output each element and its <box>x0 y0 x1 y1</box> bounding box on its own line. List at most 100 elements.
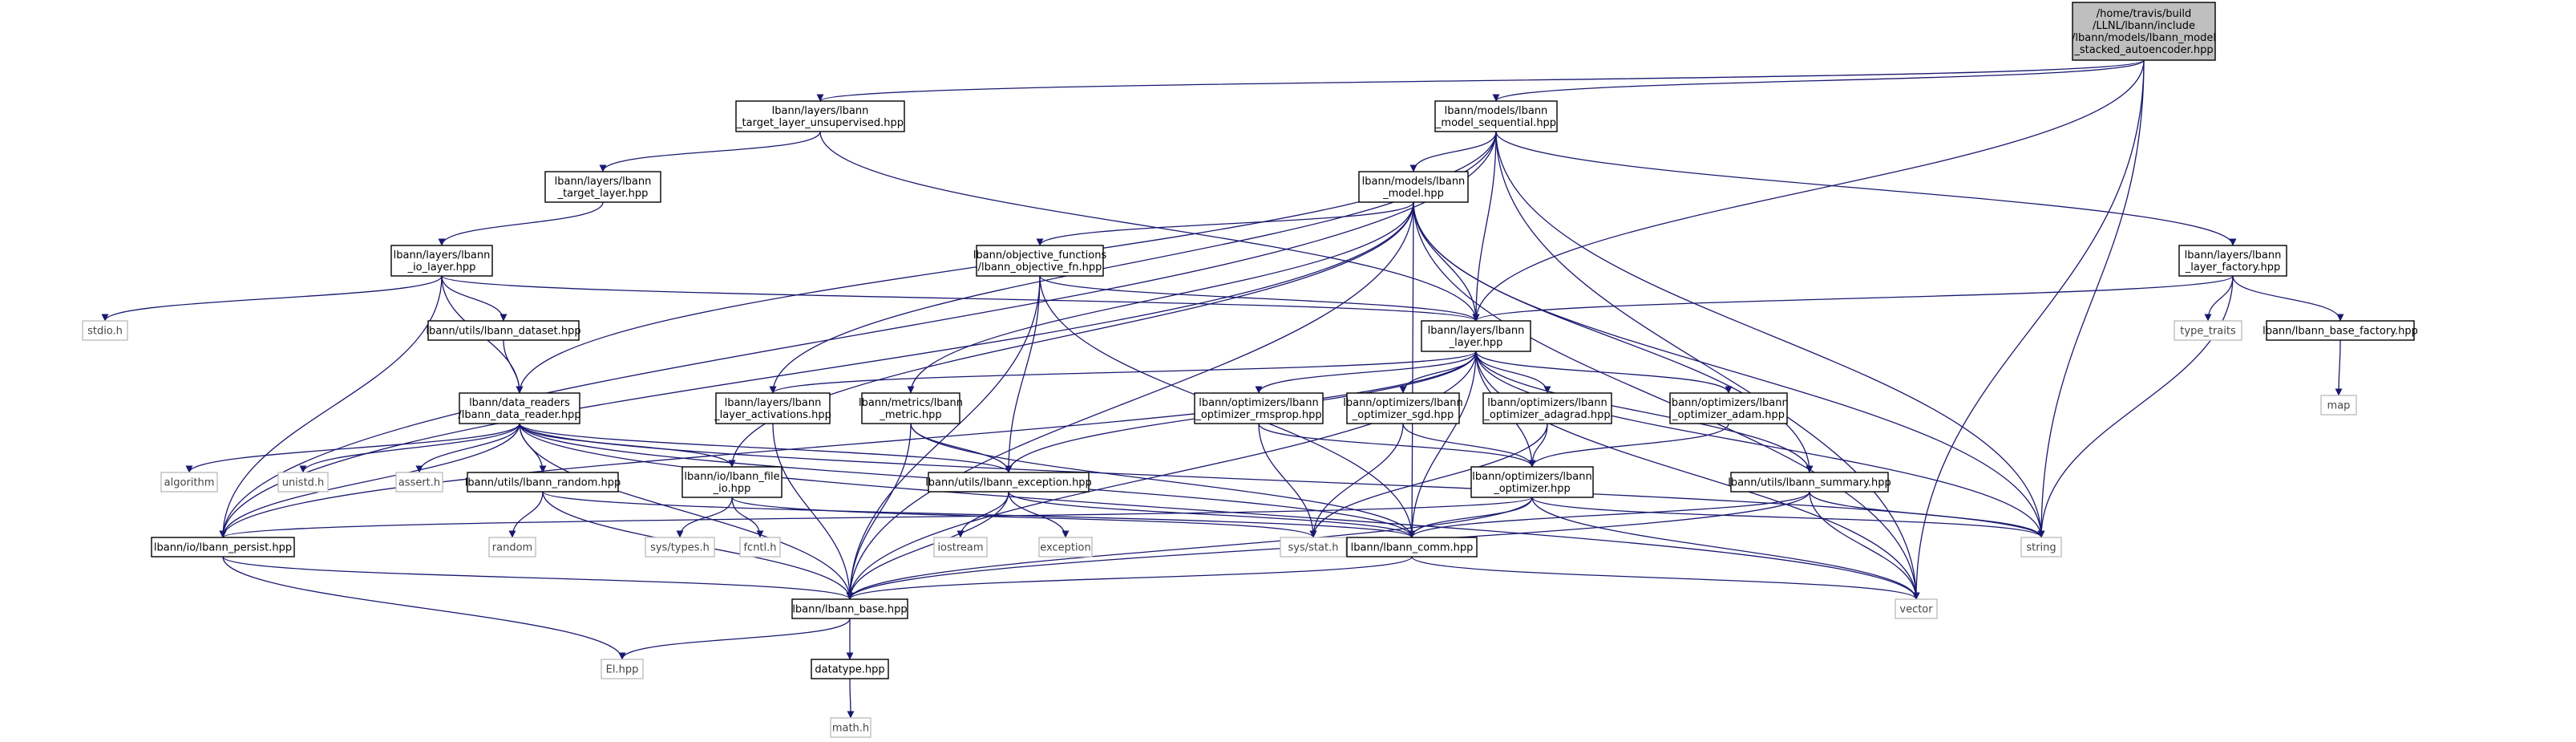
node-label-line: exception <box>1040 542 1091 554</box>
edge-line <box>910 423 1416 538</box>
node-box <box>2174 320 2242 341</box>
edge-model_seq-to-layer_factory <box>1495 131 2237 246</box>
edge-model_seq-to-activations <box>769 131 1497 394</box>
edge-line <box>1408 351 1477 538</box>
edge-line <box>1039 275 1480 322</box>
edge-line <box>1413 201 1480 322</box>
edge-line <box>1411 556 1920 600</box>
node-exception[interactable]: lbann/utils/lbann_exception.hpp <box>925 472 1092 493</box>
node-label-line: lbann/optimizers/lbann <box>1199 397 1319 409</box>
node-obj-fn[interactable]: lbann/objective_functions/lbann_objectiv… <box>973 245 1107 277</box>
node-model-seq[interactable]: lbann/models/lbann_model_sequential.hpp <box>1434 100 1558 132</box>
node-layer[interactable]: lbann/layers/lbann_layer.hpp <box>1421 320 1531 352</box>
node-label-line: /lbann_objective_fn.hpp <box>978 262 1102 274</box>
node-label-line: _target_layer.hpp <box>557 188 649 200</box>
node-activations[interactable]: lbann/layers/lbann_layer_activations.hpp <box>714 392 831 424</box>
node-target-layer[interactable]: lbann/layers/lbann_target_layer.hpp <box>544 171 661 203</box>
edge-persist-to-base <box>222 556 854 600</box>
node-stdio: stdio.h <box>82 320 128 341</box>
node-random-hpp[interactable]: lbann/utils/lbann_random.hpp <box>465 472 621 493</box>
edge-line <box>1495 131 1920 600</box>
node-comm[interactable]: lbann/lbann_comm.hpp <box>1346 537 1478 558</box>
node-metric[interactable]: lbann/metrics/lbann_metric.hpp <box>859 392 963 424</box>
node-label-line: _optimizer_adagrad.hpp <box>1483 409 1610 421</box>
edge-line <box>1408 491 1810 538</box>
edge-line <box>222 556 854 600</box>
node-sgd[interactable]: lbann/optimizers/lbann_optimizer_sgd.hpp <box>1343 392 1463 424</box>
node-label-line: lbann/utils/lbann_exception.hpp <box>925 477 1092 489</box>
node-label-line: fcntl.h <box>743 542 776 554</box>
node-layer-factory[interactable]: lbann/layers/lbann_layer_factory.hpp <box>2178 245 2287 277</box>
edge-optimizer-to-comm <box>1408 497 1533 538</box>
node-base-factory[interactable]: lbann/lbann_base_factory.hpp <box>2263 320 2418 341</box>
edge-line <box>441 275 1480 322</box>
node-persist[interactable]: lbann/io/lbann_persist.hpp <box>151 537 295 558</box>
node-label-line: lbann/models/lbann <box>1362 176 1466 188</box>
edge-line <box>846 275 1041 600</box>
node-datatype[interactable]: datatype.hpp <box>811 659 889 679</box>
edge-line <box>819 131 1480 322</box>
edge-line <box>1528 423 1729 468</box>
node-base[interactable]: lbann/lbann_base.hpp <box>791 598 908 619</box>
node-box <box>1669 392 1788 424</box>
edge-line <box>519 423 854 600</box>
edge-line <box>1258 423 1536 468</box>
edge-model-to-string <box>1413 201 2045 538</box>
edge-data_reader-to-unistd <box>299 423 520 473</box>
node-io-layer[interactable]: lbann/layers/lbann_io_layer.hpp <box>390 245 493 277</box>
edge-obj_fn-to-base <box>846 275 1041 600</box>
edge-file_io-to-sys_types <box>676 497 733 538</box>
edge-target_unsup-to-layer <box>819 131 1480 322</box>
edge-line <box>731 497 1317 538</box>
node-label-line: /lbann/models/lbann_model <box>2072 32 2216 44</box>
node-dataset[interactable]: lbann/utils/lbann_dataset.hpp <box>426 320 581 341</box>
node-summary[interactable]: lbann/utils/lbann_summary.hpp <box>1728 472 1891 493</box>
edge-summary-to-string <box>1809 491 2045 538</box>
node-label-line: _layer_activations.hpp <box>714 409 831 421</box>
edge-line <box>1408 497 1533 538</box>
edge-layer-to-sgd <box>1399 351 1477 394</box>
edge-data_reader-to-base <box>519 423 854 600</box>
edge-random_hpp-to-comm <box>542 491 1416 538</box>
node-optimizer[interactable]: lbann/optimizers/lbann_optimizer.hpp <box>1470 466 1594 498</box>
node-label-line: assert.h <box>398 477 440 489</box>
edge-line <box>219 351 1477 538</box>
edge-data_reader-to-exception <box>519 423 1013 473</box>
node-label-line: vector <box>1899 604 1933 616</box>
edge-metric-to-base <box>846 423 912 600</box>
node-type-traits: type_traits <box>2174 320 2242 341</box>
edge-line <box>1008 491 1416 538</box>
node-label-line: _layer_factory.hpp <box>2185 262 2280 274</box>
node-box <box>1346 537 1478 558</box>
node-box <box>1895 598 1938 619</box>
node-file-io[interactable]: lbann/io/lbann_file_io.hpp <box>681 466 783 498</box>
node-box <box>735 100 905 132</box>
node-box <box>2020 537 2062 558</box>
node-model[interactable]: lbann/models/lbann_model.hpp <box>1358 171 1469 203</box>
edge-line <box>542 491 1416 538</box>
node-box <box>1421 320 1531 352</box>
node-label-line: lbann/utils/lbann_dataset.hpp <box>426 326 580 338</box>
edge-datatype-to-math <box>847 678 855 719</box>
node-box <box>2266 320 2415 341</box>
edge-line <box>1036 201 1414 246</box>
node-target-unsup[interactable]: lbann/layers/lbann_target_layer_unsuperv… <box>735 100 905 132</box>
edge-exception-to-base <box>846 491 1009 600</box>
edge-optimizer-to-persist <box>219 497 1533 538</box>
node-data-reader[interactable]: lbann/data_readers/lbann_data_reader.hpp <box>458 392 581 424</box>
edge-line <box>907 201 1414 394</box>
edge-optimizer-to-string <box>1531 497 2045 538</box>
node-box <box>459 392 580 424</box>
node-adagrad[interactable]: lbann/optimizers/lbann_optimizer_adagrad… <box>1482 392 1612 424</box>
node-root[interactable]: /home/travis/build/LLNL/lbann/include/lb… <box>2072 2 2216 61</box>
edge-line <box>676 497 733 538</box>
node-adam[interactable]: lbann/optimizers/lbann_optimizer_adam.hp… <box>1668 392 1789 424</box>
edge-metric-to-comm <box>910 423 1416 538</box>
edge-model-to-file_io <box>728 201 1414 468</box>
node-rmsprop[interactable]: lbann/optimizers/lbann_optimizer_rmsprop… <box>1194 392 1324 424</box>
node-label-line: lbann/optimizers/lbann <box>1668 397 1789 409</box>
node-label-line: lbann/metrics/lbann <box>859 397 963 409</box>
node-label-line: algorithm <box>164 477 215 489</box>
edge-layer-to-persist <box>219 351 1477 538</box>
edge-exception-to-exception_std <box>1008 491 1070 538</box>
